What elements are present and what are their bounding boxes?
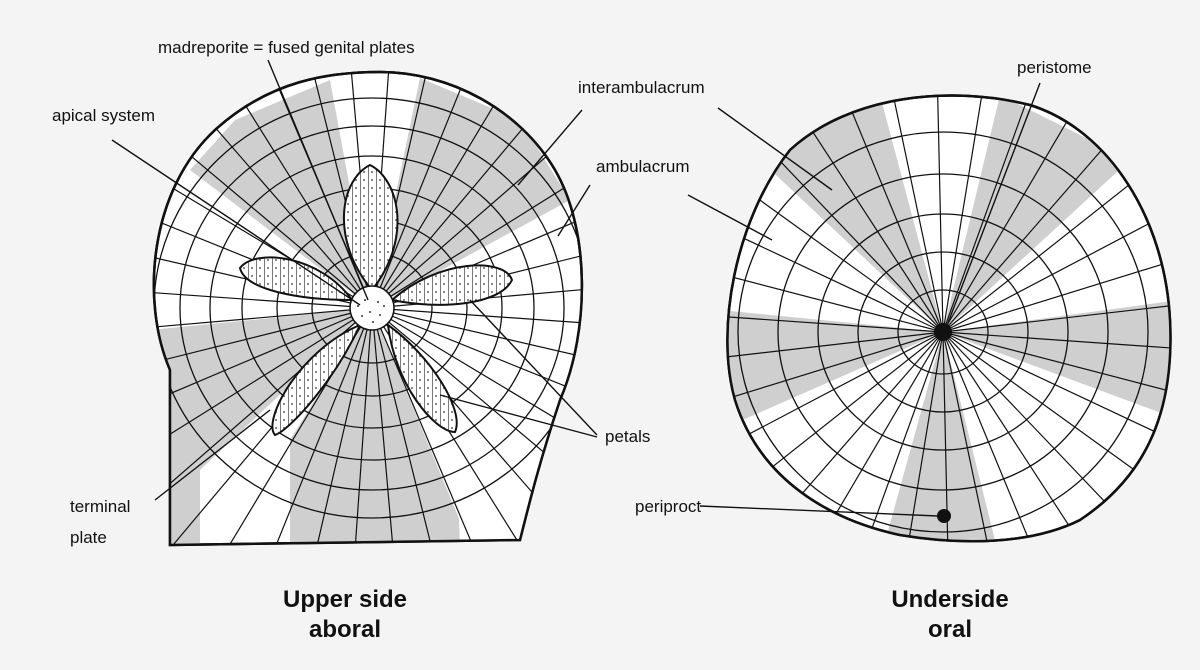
caption-upper-side: Upper side aboral [230, 585, 460, 645]
label-terminal-plate-line2: plate [70, 528, 107, 548]
caption-upper-side-line2: aboral [230, 615, 460, 645]
label-ambulacrum: ambulacrum [596, 157, 690, 177]
label-madreporite: madreporite = fused genital plates [158, 38, 415, 58]
caption-underside-line1: Underside [840, 585, 1060, 615]
label-terminal-plate-line1: terminal [70, 497, 130, 517]
oral-test [624, 12, 1200, 652]
label-petals: petals [605, 427, 650, 447]
label-apical-system: apical system [52, 106, 155, 126]
label-interambulacrum: interambulacrum [578, 78, 705, 98]
label-periproct: periproct [635, 497, 701, 517]
peristome-mouth [934, 323, 952, 341]
caption-underside: Underside oral [840, 585, 1060, 645]
caption-underside-line2: oral [840, 615, 1060, 645]
caption-upper-side-line1: Upper side [230, 585, 460, 615]
apical-disc [350, 286, 394, 330]
label-peristome: peristome [1017, 58, 1092, 78]
periproct-anus [937, 509, 951, 523]
